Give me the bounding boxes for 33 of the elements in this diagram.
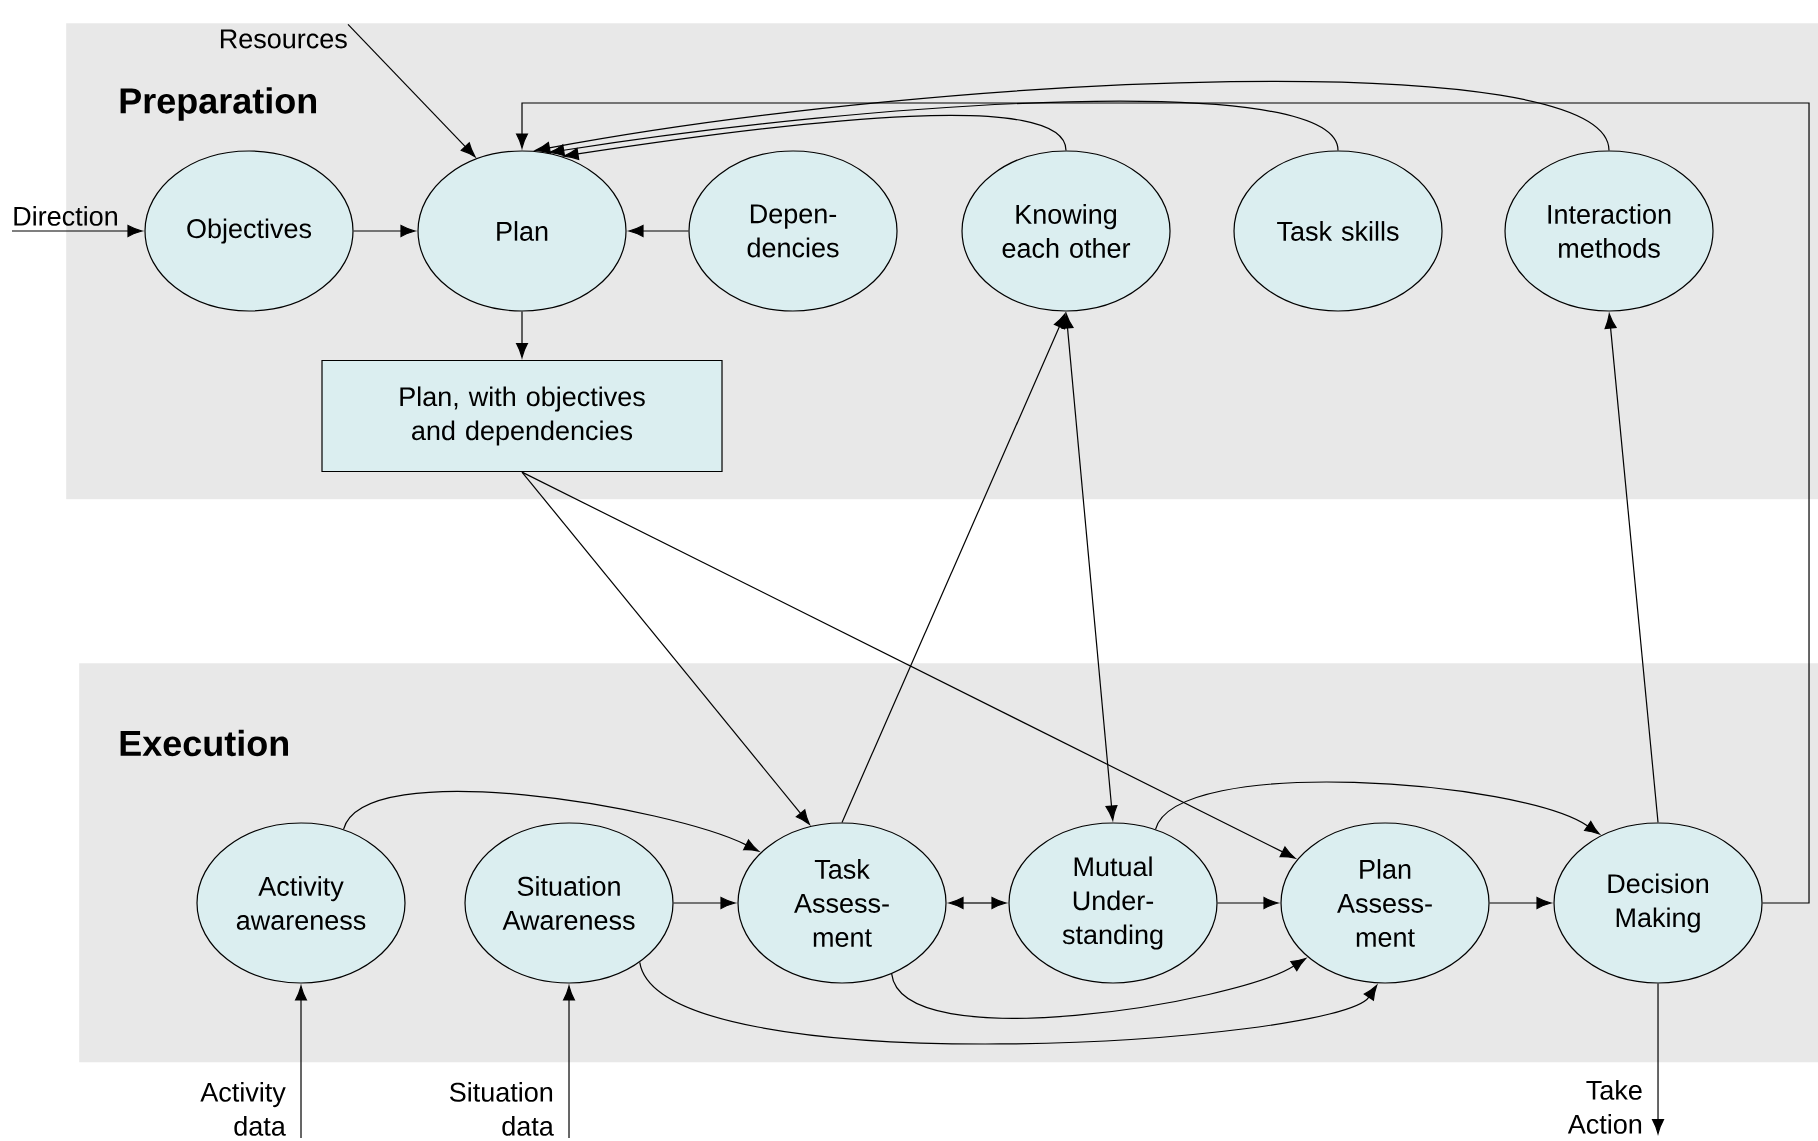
- arrow: [521, 471, 810, 825]
- input-label: Resources: [220, 29, 347, 49]
- io-label: Situation data: [449, 1081, 554, 1136]
- section-title: Execution: [120, 729, 288, 757]
- arrow: [353, 224, 416, 238]
- input-label: Direction: [14, 205, 117, 226]
- arrow: [628, 224, 689, 238]
- arrow: [521, 471, 1296, 859]
- arrow: [515, 102, 1810, 904]
- arrow: [294, 985, 308, 1139]
- curved-arrow: [563, 114, 1067, 160]
- io-label: Take Action: [1567, 1079, 1642, 1134]
- arrow: [11, 224, 143, 238]
- curved-arrow: [342, 791, 760, 852]
- arrow: [1489, 896, 1552, 910]
- arrow: [841, 313, 1066, 823]
- arrow: [347, 23, 476, 158]
- io-label: Activity data: [200, 1081, 286, 1136]
- arrow: [673, 896, 736, 910]
- arrow: [1061, 313, 1118, 821]
- arrow: [515, 311, 529, 359]
- section-title: Preparation: [120, 87, 316, 121]
- arrow: [562, 985, 576, 1139]
- curved-arrow: [891, 957, 1307, 1019]
- curved-arrow: [535, 81, 1610, 154]
- arrow: [948, 896, 1007, 910]
- arrow: [1217, 896, 1279, 910]
- curved-arrow: [1154, 781, 1600, 835]
- curved-arrow: [549, 100, 1339, 157]
- process-box: Plan, with objectives and dependencies: [321, 359, 723, 473]
- curved-arrow: [639, 961, 1378, 1045]
- arrow: [1604, 313, 1659, 823]
- arrow: [1651, 983, 1665, 1135]
